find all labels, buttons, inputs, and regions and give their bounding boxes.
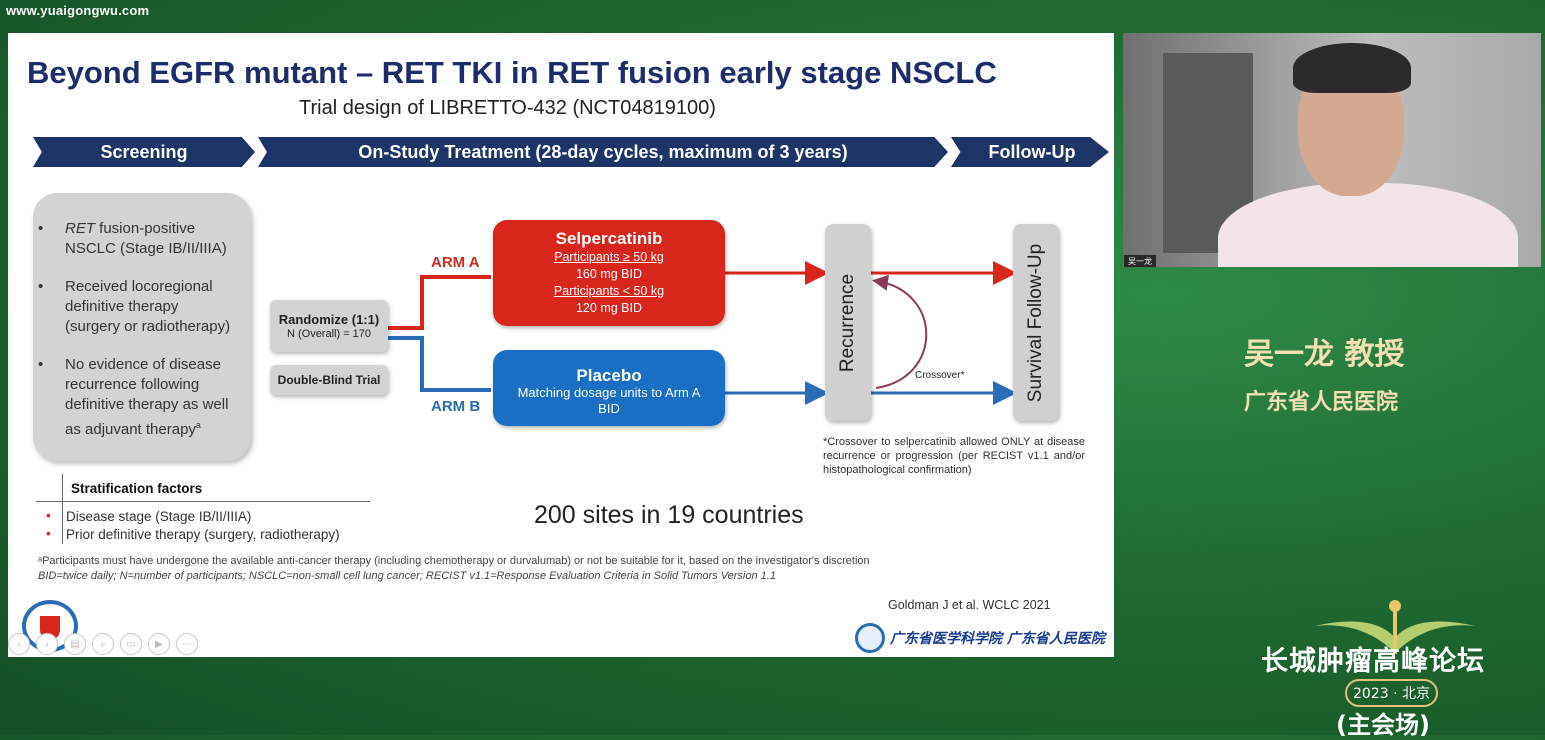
video-speaker-hair	[1293, 43, 1411, 93]
criterion-ret-fusion: RET fusion-positive NSCLC (Stage IB/II/I…	[36, 219, 236, 259]
hospital-logo: 广东省医学科学院 广东省人民医院	[855, 623, 1105, 653]
video-icon[interactable]: ▶	[148, 633, 170, 655]
speaker-name: 吴一龙 教授	[1244, 329, 1404, 373]
placebo-frequency: BID	[493, 401, 725, 417]
stratification-item: Prior definitive therapy (surgery, radio…	[66, 527, 340, 542]
placebo-box: Placebo Matching dosage units to Arm A B…	[493, 350, 725, 426]
slide-title: Beyond EGFR mutant – RET TKI in RET fusi…	[27, 55, 997, 91]
more-icon[interactable]: ⋯	[176, 633, 198, 655]
footnote-a: ᵃParticipants must have undergone the av…	[38, 555, 870, 567]
randomize-n: N (Overall) = 170	[270, 328, 388, 340]
arm-a-label: ARM A	[431, 254, 480, 271]
selpercatinib-dose-low: 120 mg BID	[493, 300, 725, 317]
video-speaker-body	[1218, 183, 1518, 267]
stratification-item: Disease stage (Stage IB/II/IIIA)	[66, 509, 251, 524]
placebo-name: Placebo	[493, 366, 725, 385]
criterion-no-recurrence: No evidence of disease recurrence follow…	[36, 355, 236, 440]
randomize-title: Randomize (1:1)	[270, 312, 388, 327]
eligibility-criteria: RET fusion-positive NSCLC (Stage IB/II/I…	[36, 219, 236, 458]
abbreviations: BID=twice daily; N=number of participant…	[38, 570, 776, 582]
slide-subtitle: Trial design of LIBRETTO-432 (NCT0481910…	[299, 97, 716, 120]
selpercatinib-dose-high: 160 mg BID	[493, 266, 725, 283]
hospital-logo-text: 广东省医学科学院 广东省人民医院	[890, 628, 1105, 648]
recurrence-box: Recurrence	[825, 224, 871, 421]
survival-follow-up-box: Survival Follow-Up	[1013, 224, 1059, 421]
sites-text: 200 sites in 19 countries	[534, 501, 804, 530]
presentation-toolbar: ‹ › ▤ ⌕ ▭ ▶ ⋯	[8, 633, 198, 655]
double-blind-box: Double-Blind Trial	[270, 365, 388, 395]
watermark: www.yuaigongwu.com	[6, 3, 149, 18]
survival-follow-up-label: Survival Follow-Up	[1025, 243, 1047, 401]
stratification-heading: Stratification factors	[71, 481, 202, 496]
placebo-dosage: Matching dosage units to Arm A	[493, 385, 725, 401]
video-name-tag: 吴一龙	[1124, 255, 1156, 267]
prev-icon[interactable]: ‹	[8, 633, 30, 655]
hospital-emblem-icon	[855, 623, 885, 653]
phase-follow-up: Follow-Up	[951, 137, 1109, 167]
pages-icon[interactable]: ▤	[64, 633, 86, 655]
branch-blue-line	[388, 338, 491, 390]
zoom-icon[interactable]: ⌕	[92, 633, 114, 655]
arm-b-label: ARM B	[431, 398, 480, 415]
stratification-divider-vertical	[62, 474, 63, 544]
stratification-divider	[36, 501, 370, 502]
randomize-box: Randomize (1:1) N (Overall) = 170	[270, 300, 388, 352]
selpercatinib-weight-low: Participants < 50 kg	[493, 283, 725, 300]
citation: Goldman J et al. WCLC 2021	[888, 598, 1051, 612]
branch-red-line	[388, 277, 491, 328]
selpercatinib-weight-high: Participants ≥ 50 kg	[493, 249, 725, 266]
recurrence-label: Recurrence	[837, 273, 859, 371]
phase-screening: Screening	[33, 137, 255, 167]
presentation-slide: Beyond EGFR mutant – RET TKI in RET fusi…	[8, 33, 1114, 657]
speaker-video: 吴一龙	[1123, 33, 1541, 267]
slides-icon[interactable]: ▭	[120, 633, 142, 655]
next-icon[interactable]: ›	[36, 633, 58, 655]
speaker-organization: 广东省人民医院	[1244, 384, 1398, 416]
crossover-note: *Crossover to selpercatinib allowed ONLY…	[823, 435, 1085, 477]
phase-treatment: On-Study Treatment (28-day cycles, maxim…	[258, 137, 948, 167]
criterion-definitive-therapy: Received locoregional definitive therapy…	[36, 277, 236, 337]
forum-year: 2023 · 北京	[1345, 679, 1438, 707]
crossover-label: Crossover*	[915, 370, 964, 381]
selpercatinib-name: Selpercatinib	[493, 229, 725, 249]
forum-name: 长城肿瘤高峰论坛	[1261, 639, 1485, 678]
selpercatinib-box: Selpercatinib Participants ≥ 50 kg 160 m…	[493, 220, 725, 326]
